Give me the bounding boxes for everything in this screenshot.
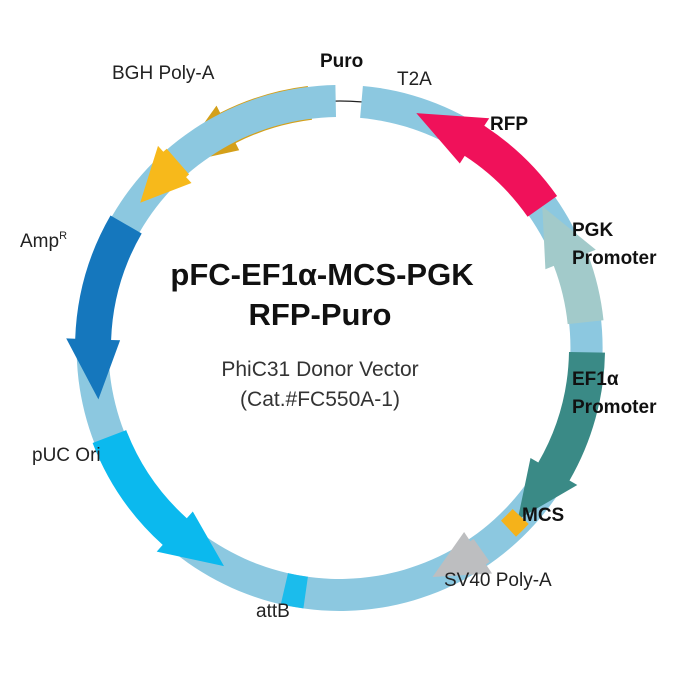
feature-pgk-arrow — [542, 206, 604, 325]
label-amp: AmpR — [20, 230, 67, 252]
plasmid-title-line2: RFP-Puro — [249, 297, 392, 332]
label-mcs: MCS — [522, 505, 564, 526]
label-amp-text: Amp — [20, 231, 59, 252]
label-puc: pUC Ori — [32, 445, 101, 466]
feature-attb-block — [280, 573, 308, 609]
label-attb: attB — [256, 601, 290, 622]
label-puro: Puro — [320, 51, 363, 72]
label-rfp: RFP — [490, 114, 528, 135]
feature-amp-arrow — [66, 215, 142, 400]
feature-rfp-arrow — [416, 113, 558, 217]
plasmid-subtitle-line2: (Cat.#FC550A-1) — [240, 388, 400, 411]
label-ef1a-promoter: Promoter — [572, 397, 657, 418]
label-pgk: PGK — [572, 220, 613, 241]
features-layer — [66, 85, 605, 611]
plasmid-subtitle-line1: PhiC31 Donor Vector — [221, 358, 418, 381]
label-sv40: SV40 Poly-A — [444, 570, 552, 591]
feature-bgh-arrow — [140, 145, 192, 203]
feature-sv40-arrow — [432, 532, 493, 577]
label-ef1a: EF1α — [572, 369, 619, 390]
feature-puc-arrow — [92, 430, 224, 567]
label-amp-sup: R — [59, 230, 67, 242]
label-pgk-promoter: Promoter — [572, 248, 657, 269]
feature-ef1a-arrow — [517, 352, 605, 520]
label-t2a: T2A — [397, 69, 432, 90]
label-bgh: BGH Poly-A — [112, 63, 215, 84]
feature-mcs-block — [501, 509, 529, 537]
plasmid-title-line1: pFC-EF1α-MCS-PGK — [170, 257, 474, 292]
